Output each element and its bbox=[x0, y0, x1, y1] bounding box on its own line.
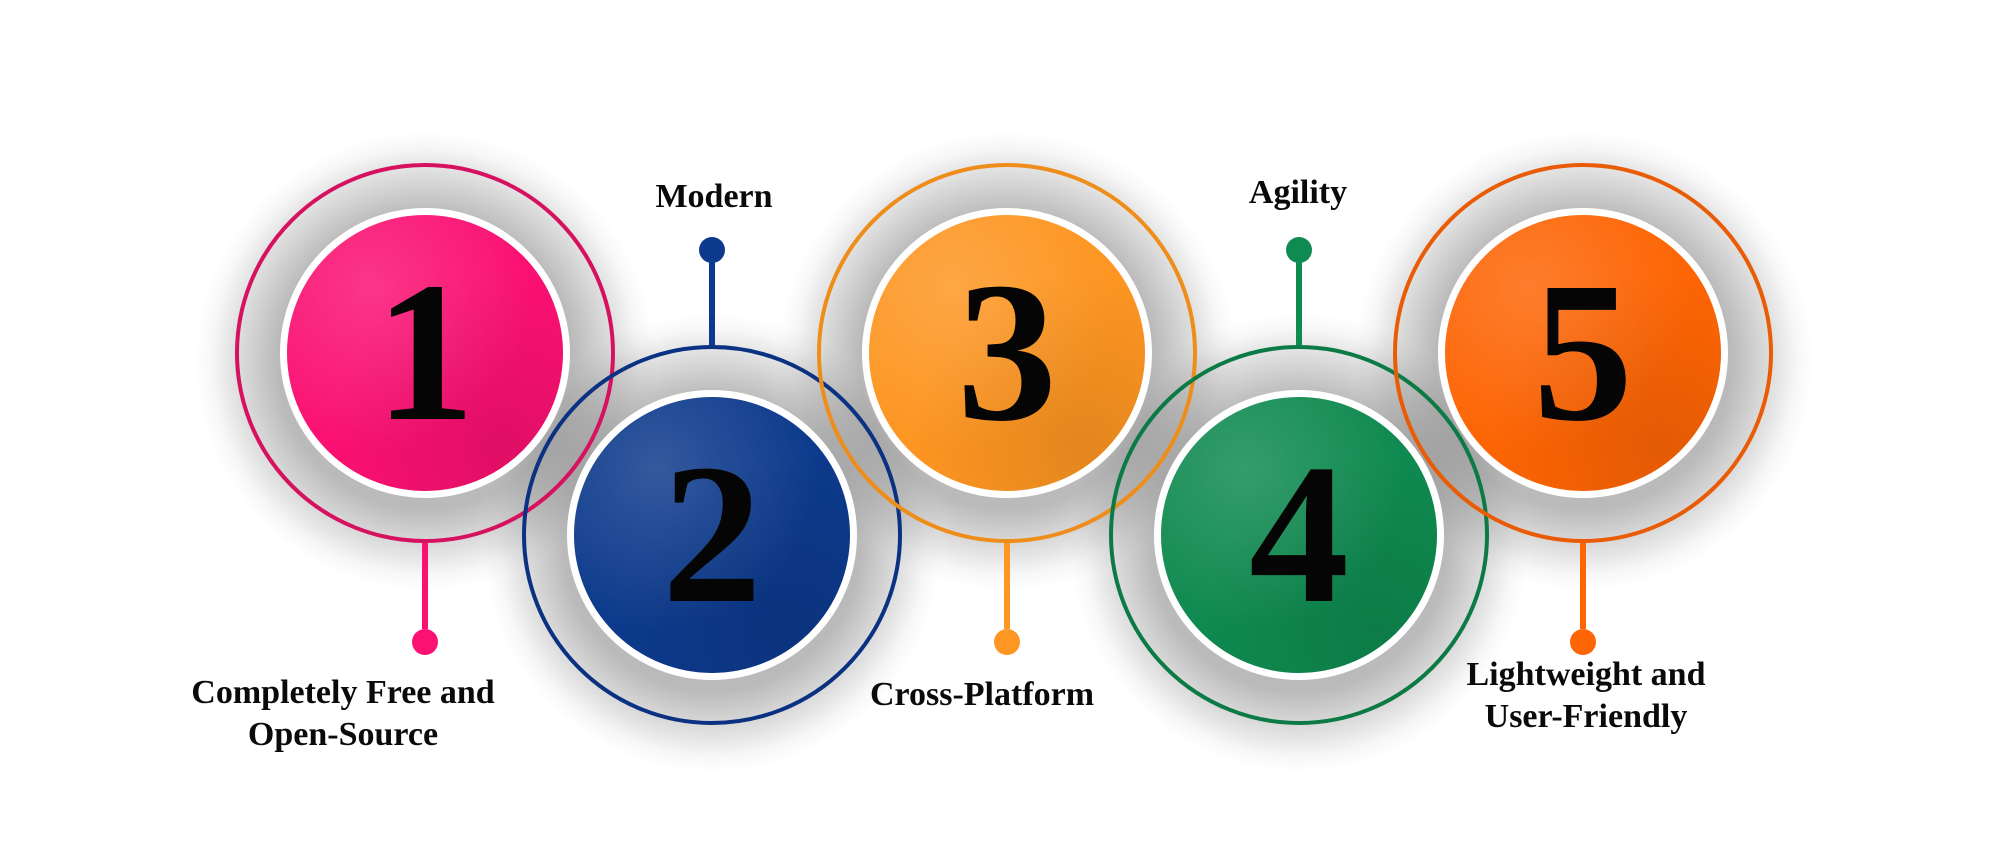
step-number: 5 bbox=[1533, 242, 1633, 463]
step-circle-3: 3 bbox=[862, 208, 1152, 498]
outer-ring bbox=[235, 163, 615, 543]
outer-ring bbox=[817, 163, 1197, 543]
connector-dot bbox=[699, 237, 725, 263]
connector-line bbox=[1580, 543, 1586, 629]
outer-ring bbox=[1393, 163, 1773, 543]
step-label-4: Agility bbox=[1248, 174, 1348, 211]
connector-line bbox=[1004, 543, 1010, 629]
step-circle-5: 5 bbox=[1438, 208, 1728, 498]
connector-line bbox=[422, 543, 428, 629]
connector-line bbox=[1296, 262, 1302, 345]
step-number: 2 bbox=[662, 424, 762, 645]
connector-line bbox=[709, 262, 715, 345]
step-number: 1 bbox=[375, 242, 475, 463]
step-circle-1: 1 bbox=[280, 208, 570, 498]
connector-dot bbox=[1286, 237, 1312, 263]
step-circle-4: 4 bbox=[1154, 390, 1444, 680]
step-label-1: Completely Free and Open-Source bbox=[191, 674, 495, 753]
step-label-3: Cross-Platform bbox=[869, 676, 1095, 713]
step-number: 3 bbox=[957, 242, 1057, 463]
connector-dot bbox=[1570, 629, 1596, 655]
step-label-2: Modern bbox=[655, 178, 773, 215]
outer-ring bbox=[522, 345, 902, 725]
step-label-5: Lightweight and User-Friendly bbox=[1466, 656, 1706, 735]
step-number: 4 bbox=[1249, 424, 1349, 645]
connector-dot bbox=[994, 629, 1020, 655]
step-circle-2: 2 bbox=[567, 390, 857, 680]
connector-dot bbox=[412, 629, 438, 655]
outer-ring bbox=[1109, 345, 1489, 725]
